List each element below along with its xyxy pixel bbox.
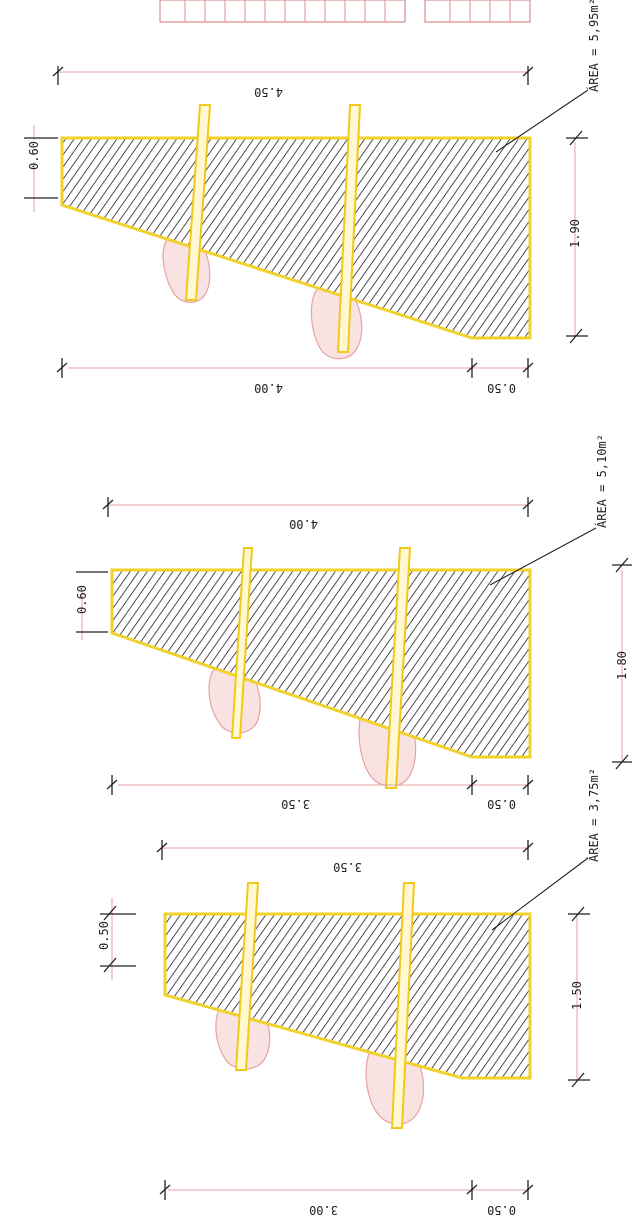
dim-base-width: 1.50 — [570, 981, 584, 1010]
dim-base-width: 1.80 — [615, 651, 629, 680]
soil-nail — [390, 882, 416, 1129]
dim-top-width: 0.60 — [75, 585, 89, 614]
soil-nail — [184, 104, 212, 301]
dim-height-bottom: 0.50 — [487, 797, 516, 811]
wall-body — [163, 912, 532, 1080]
dim-height-top: 3.50 — [281, 797, 310, 811]
dim-height-bottom: 0.50 — [487, 1203, 516, 1216]
dim-total-height: 3.50 — [333, 860, 362, 874]
dim-height-top: 4.00 — [254, 381, 283, 395]
soil-nail — [384, 547, 412, 789]
soil-nail — [336, 104, 362, 353]
wall-section-3: 4.50 0.60 4.00 0.50 1.90 ÁREA = 5,95m² — [24, 0, 601, 395]
dim-height-bottom: 0.50 — [487, 381, 516, 395]
dim-total-height: 4.50 — [254, 85, 283, 99]
dim-top-width: 0.60 — [27, 141, 41, 170]
dim-total-height: 4.00 — [289, 517, 318, 531]
area-label: ÁREA = 3,75m² — [586, 768, 601, 862]
dim-height-top: 3.00 — [309, 1203, 338, 1216]
area-label: ÁREA = 5,95m² — [586, 0, 601, 92]
wall-body — [60, 136, 532, 340]
dim-base-width: 1.90 — [568, 219, 582, 248]
dim-top-width: 0.50 — [97, 921, 111, 950]
soil-nail — [234, 882, 260, 1071]
table-fragment — [159, 0, 531, 23]
wall-section-1: 3.50 0.50 3.00 0.50 1.50 ÁREA = 3,75m² — [97, 768, 601, 1216]
area-label: ÁREA = 5,10m² — [594, 434, 609, 528]
soil-nail — [230, 547, 254, 739]
wall-section-2: 4.00 0.60 3.50 0.50 1.80 ÁREA = 5,10m² — [75, 434, 632, 811]
wall-body — [110, 568, 532, 759]
